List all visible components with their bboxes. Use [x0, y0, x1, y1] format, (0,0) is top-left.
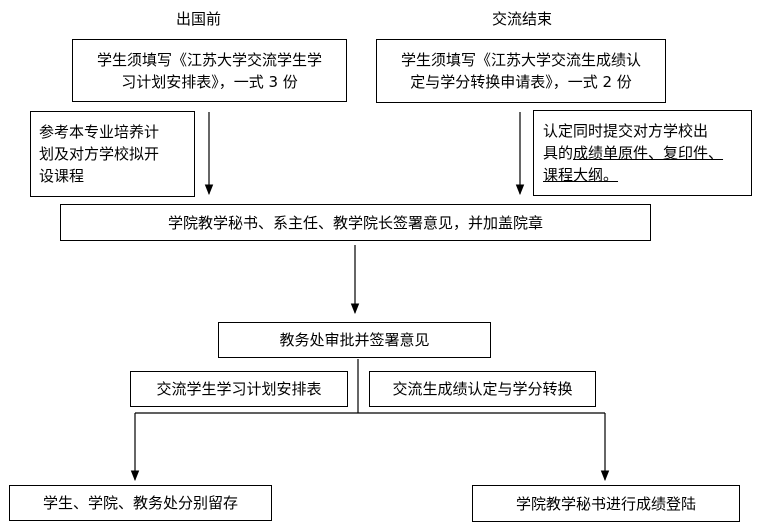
submit-note-underlined-1: 成绩单原件、复印件、: [573, 144, 724, 162]
right-branch-label: 交流生成绩认定与学分转换: [392, 380, 573, 398]
left-result-text: 学生、学院、教务处分别留存: [42, 494, 238, 512]
left-branch-label-box: 交流学生学习计划安排表: [130, 371, 348, 407]
reference-note-box: 参考本专业培养计 划及对方学校拟开 设课程: [30, 111, 195, 197]
submit-note-box: 认定同时提交对方学校出 具的成绩单原件、复印件、课程大纲。: [533, 110, 752, 196]
right-result-box: 学院教学秘书进行成绩登陆: [472, 485, 740, 522]
college-sign-text: 学院教学秘书、系主任、教学院长签署意见，并加盖院章: [167, 213, 543, 232]
credit-form-box: 学生须填写《江苏大学交流生成绩认 定与学分转换申请表》，一式 2 份: [376, 39, 666, 103]
submit-note-plain: 认定同时提交对方学校出 具的: [543, 122, 709, 162]
submit-note-underlined-2: 课程大纲。: [543, 166, 619, 184]
credit-form-text: 学生须填写《江苏大学交流生成绩认 定与学分转换申请表》，一式 2 份: [400, 51, 641, 91]
right-branch-label-box: 交流生成绩认定与学分转换: [369, 371, 596, 407]
plan-form-text: 学生须填写《江苏大学交流学生学 习计划安排表》，一式 3 份: [96, 50, 322, 91]
office-approve-box: 教务处审批并签署意见: [218, 322, 491, 358]
office-approve-text: 教务处审批并签署意见: [279, 331, 430, 349]
plan-form-box: 学生须填写《江苏大学交流学生学 习计划安排表》，一式 3 份: [72, 39, 347, 102]
submit-note-text: 认定同时提交对方学校出 具的成绩单原件、复印件、课程大纲。: [543, 120, 723, 186]
header-before-abroad: 出国前: [176, 10, 222, 28]
left-branch-label: 交流学生学习计划安排表: [156, 380, 322, 398]
college-sign-box: 学院教学秘书、系主任、教学院长签署意见，并加盖院章: [60, 204, 651, 241]
header-exchange-end: 交流结束: [492, 10, 553, 28]
left-result-box: 学生、学院、教务处分别留存: [9, 485, 272, 521]
reference-note-text: 参考本专业培养计 划及对方学校拟开 设课程: [39, 123, 160, 185]
right-result-text: 学院教学秘书进行成绩登陆: [515, 494, 696, 513]
